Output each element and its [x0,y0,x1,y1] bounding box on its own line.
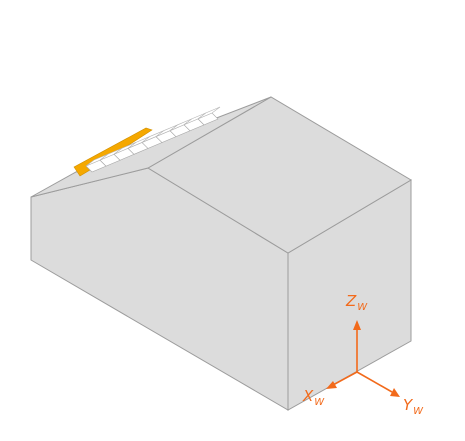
x-axis-line [332,371,358,386]
panel-modules [85,106,221,173]
y-axis-line [356,371,393,393]
z-axis-arrowhead [353,320,361,330]
x-axis-label: XW [302,387,325,408]
y-axis-arrowhead [390,388,400,397]
x-axis-arrowhead [326,381,337,389]
y-axis-label: YW [403,396,424,417]
z-axis-label: ZW [345,292,368,313]
world-axes: ZW XW YW [302,292,424,417]
panel-module-top [197,106,221,120]
solar-panel-array [73,106,221,177]
building [30,96,412,411]
